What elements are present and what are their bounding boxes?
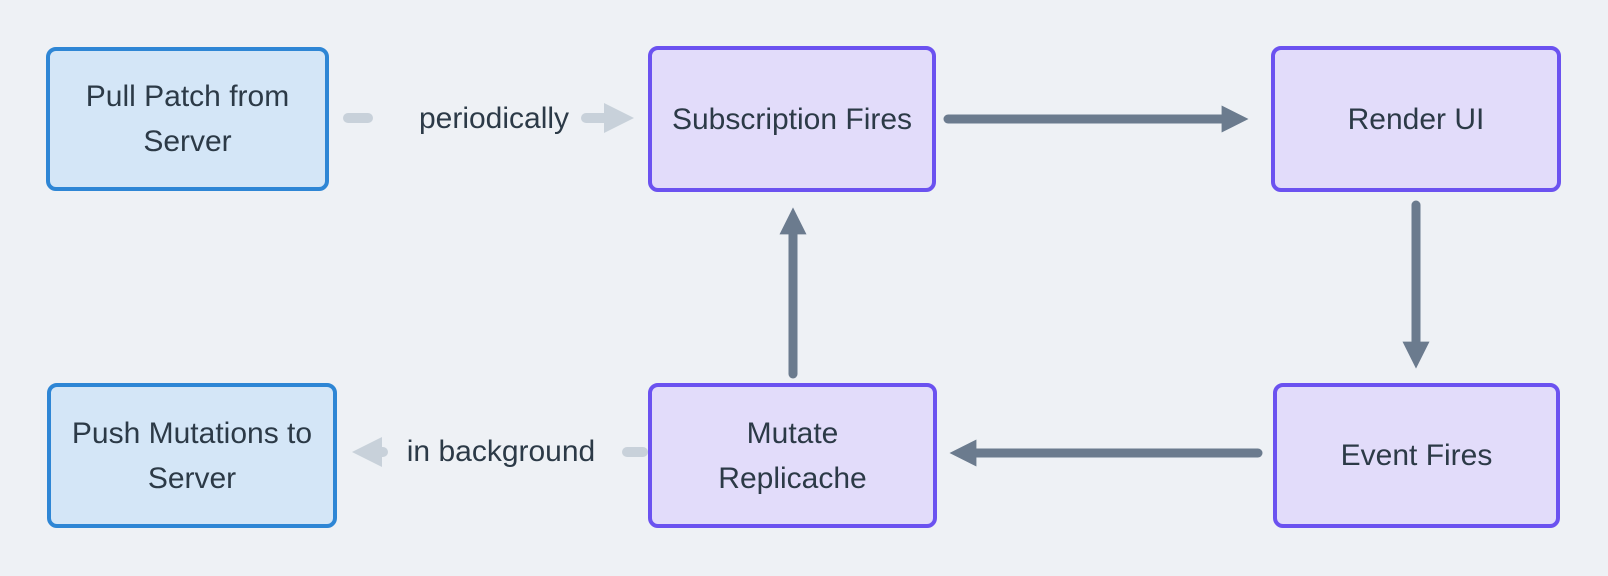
node-label: Push Mutations to Server	[71, 416, 313, 495]
node-label: Mutate Replicache	[718, 416, 867, 495]
node-subscription-fires: Subscription Fires	[648, 46, 936, 192]
node-label: Render UI	[1347, 102, 1485, 136]
node-label: Subscription Fires	[671, 102, 913, 136]
node-render-ui: Render UI	[1271, 46, 1561, 192]
node-event-fires: Event Fires	[1273, 383, 1560, 528]
node-label: Pull Patch from Server	[85, 80, 290, 158]
node-pull-patch-from-server: Pull Patch from Server	[46, 47, 329, 191]
edge-label-in-background: in background	[406, 435, 596, 468]
edge-label-periodically: periodically	[418, 102, 570, 135]
node-mutate-replicache: Mutate Replicache	[648, 383, 937, 528]
node-label: Event Fires	[1340, 439, 1493, 472]
node-push-mutations-to-server: Push Mutations to Server	[47, 383, 337, 528]
